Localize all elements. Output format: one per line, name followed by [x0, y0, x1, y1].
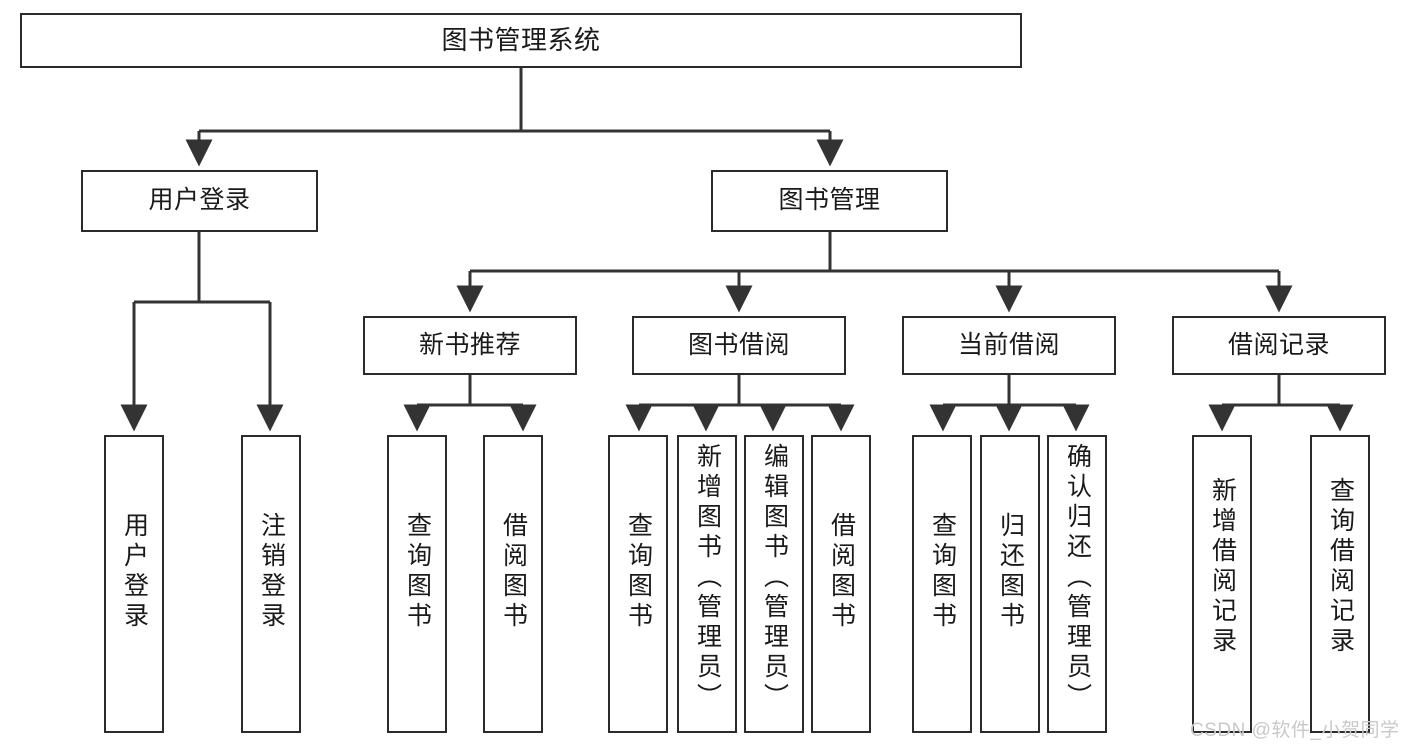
node-leaf-edit-book-label: 编辑图书（管理员）: [760, 443, 789, 713]
node-leaf-logout-login-label: 注销登录: [257, 512, 286, 632]
node-leaf-add-record[interactable]: 新增借阅记录: [1192, 435, 1252, 733]
node-leaf-logout-login[interactable]: 注销登录: [241, 435, 301, 733]
node-leaf-query-record[interactable]: 查询借阅记录: [1310, 435, 1370, 733]
node-leaf-add-book-label: 新增图书（管理员）: [693, 443, 722, 713]
node-root-label: 图书管理系统: [441, 25, 601, 56]
node-leaf-return-book[interactable]: 归还图书: [980, 435, 1040, 733]
node-leaf-borrow-book-1-label: 借阅图书: [499, 512, 528, 632]
node-leaf-query-book-2[interactable]: 查询图书: [608, 435, 668, 733]
node-leaf-add-record-label: 新增借阅记录: [1208, 477, 1237, 657]
node-leaf-confirm-return-label: 确认归还（管理员）: [1063, 443, 1092, 713]
node-leaf-borrow-book-1[interactable]: 借阅图书: [483, 435, 543, 733]
node-borrow-record-label: 借阅记录: [1227, 330, 1330, 359]
node-borrow-record[interactable]: 借阅记录: [1172, 316, 1386, 375]
node-leaf-borrow-book-2[interactable]: 借阅图书: [811, 435, 871, 733]
node-leaf-query-book-3[interactable]: 查询图书: [912, 435, 972, 733]
node-new-book-recommend[interactable]: 新书推荐: [363, 316, 577, 375]
node-user-login[interactable]: 用户登录: [81, 170, 318, 232]
node-user-login-label: 用户登录: [148, 186, 251, 215]
node-leaf-return-book-label: 归还图书: [996, 512, 1025, 632]
node-leaf-user-login[interactable]: 用户登录: [104, 435, 164, 733]
node-leaf-confirm-return[interactable]: 确认归还（管理员）: [1047, 435, 1107, 733]
node-leaf-add-book[interactable]: 新增图书（管理员）: [677, 435, 737, 733]
node-book-borrow[interactable]: 图书借阅: [632, 316, 846, 375]
node-leaf-query-book-1[interactable]: 查询图书: [387, 435, 447, 733]
node-book-manage[interactable]: 图书管理: [711, 170, 948, 232]
node-leaf-borrow-book-2-label: 借阅图书: [827, 512, 856, 632]
node-current-borrow[interactable]: 当前借阅: [902, 316, 1116, 375]
node-leaf-edit-book[interactable]: 编辑图书（管理员）: [744, 435, 804, 733]
node-leaf-query-book-1-label: 查询图书: [403, 512, 432, 632]
node-leaf-query-book-3-label: 查询图书: [928, 512, 957, 632]
node-book-borrow-label: 图书借阅: [687, 330, 790, 359]
node-leaf-query-book-2-label: 查询图书: [624, 512, 653, 632]
node-book-manage-label: 图书管理: [778, 186, 881, 215]
node-leaf-query-record-label: 查询借阅记录: [1326, 477, 1355, 657]
node-root[interactable]: 图书管理系统: [20, 13, 1022, 68]
node-current-borrow-label: 当前借阅: [957, 330, 1060, 359]
node-leaf-user-login-label: 用户登录: [120, 512, 149, 632]
node-new-book-recommend-label: 新书推荐: [418, 330, 521, 359]
